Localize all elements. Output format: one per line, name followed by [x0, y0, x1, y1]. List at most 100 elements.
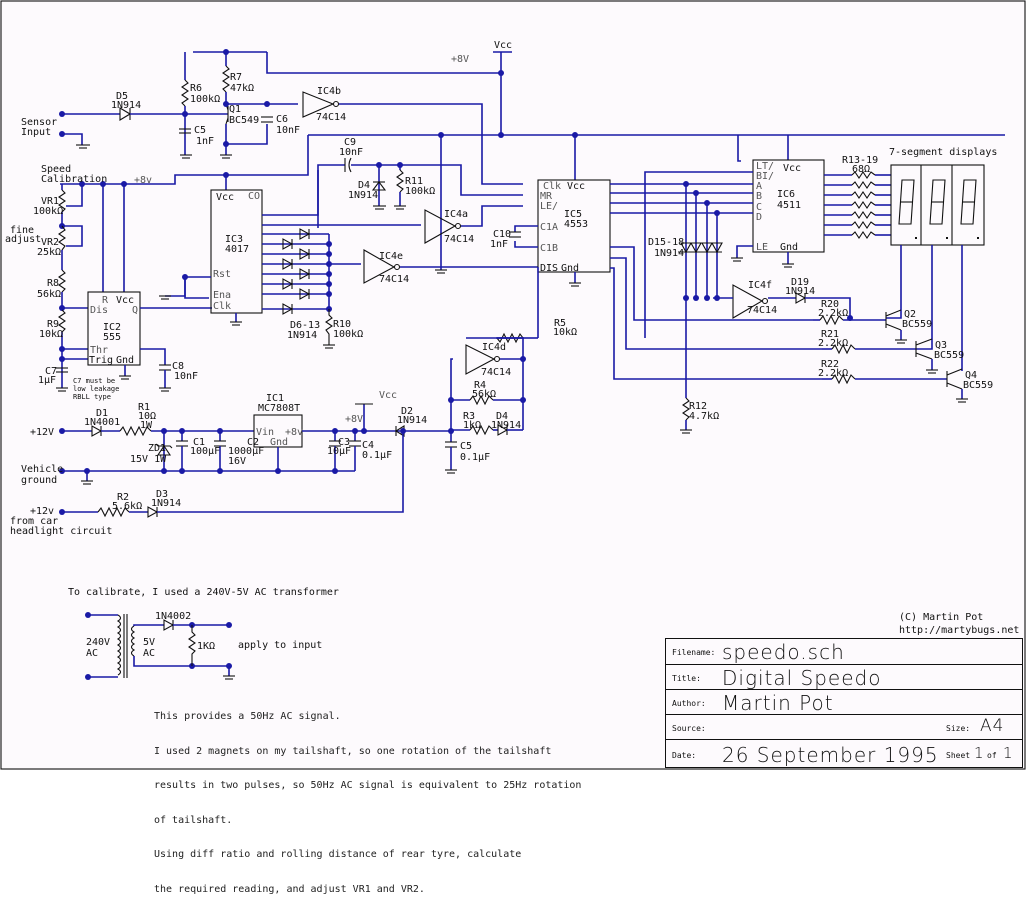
r7-value: 47kΩ: [230, 83, 254, 94]
ic5-pin-vcc: Vcc: [567, 181, 585, 192]
ic6-pin-le: LE: [756, 242, 768, 253]
d1-value: 1N4001: [84, 417, 120, 428]
decimal-point: [946, 237, 948, 239]
c7-note-2: low leakage: [73, 385, 119, 393]
size-value: A4: [980, 716, 1005, 736]
c7-value: 1µF: [38, 375, 56, 386]
c2-rating: 16V: [228, 456, 246, 467]
ic6-pin-d: D: [756, 212, 762, 223]
vr2-label: VR2: [41, 237, 59, 248]
resistor-icon: [851, 231, 876, 239]
vehicle-ground-label-1: Vehicle: [21, 464, 63, 475]
r1-rating: 1W: [140, 420, 153, 431]
c7-label: C7: [45, 366, 57, 377]
ic2-pin-vcc: Vcc: [116, 295, 134, 306]
resistor-icon: [851, 221, 876, 229]
ic4e-value: 74C14: [379, 274, 409, 285]
date-label: Date:: [672, 751, 697, 760]
speed-cal-label-1: Speed: [41, 164, 71, 175]
q2-value: BC559: [902, 319, 932, 330]
sheet-total: 1: [1003, 744, 1014, 762]
ic4a-label: IC4a: [444, 209, 468, 220]
decimal-point: [977, 237, 979, 239]
ic5-pin-dis: DIS: [540, 263, 558, 274]
c4-value: 0.1µF: [362, 450, 392, 461]
display-stage: [824, 164, 985, 371]
oscillator-stage: [445, 267, 539, 474]
headlight-label-2: from car: [10, 516, 58, 527]
ic1-pin-vin: Vin: [256, 427, 274, 438]
timer-stage: [56, 181, 212, 392]
r21-label: R21: [821, 329, 839, 340]
r5-value: 10kΩ: [553, 327, 577, 338]
title-value: Digital Speedo: [722, 666, 882, 690]
sheet-number: 1: [974, 744, 985, 762]
ic4b-value: 74C14: [316, 112, 346, 123]
diode-icon: [282, 278, 294, 290]
ic1-pin-8v: +8v: [285, 427, 303, 438]
d3-value: 1N914: [151, 498, 181, 509]
diode-icon: [711, 242, 723, 254]
ic3-pin-vcc: Vcc: [216, 192, 234, 203]
ic3-pin-clk: Clk: [213, 301, 231, 312]
ic6-pin-a: A: [756, 181, 762, 192]
calibration-diode-label: 1N4002: [155, 611, 191, 622]
author-row: Author: Martin Pot: [666, 689, 1022, 715]
ic6-pin-c: C: [756, 202, 762, 213]
c1-label: C1: [193, 437, 205, 448]
d6-13-label: D6-13: [290, 320, 320, 331]
r5-label: R5: [554, 318, 566, 329]
vr2-value: 25kΩ: [37, 247, 61, 258]
r12-value: 4.7kΩ: [689, 411, 719, 422]
r7-label: R7: [230, 72, 242, 83]
author-label: Author:: [672, 699, 706, 708]
ic5-value: 4553: [564, 219, 588, 230]
sheet-of: of: [987, 751, 997, 760]
d19-label: D19: [791, 277, 809, 288]
q4-value: BC559: [963, 380, 993, 391]
r20-value: 2.2kΩ: [818, 308, 848, 319]
ic2-pin-dis: Dis: [90, 305, 108, 316]
r4-value: 56kΩ: [472, 389, 496, 400]
zd1-value: 15V 1W: [130, 454, 167, 465]
ic2-pin-gnd: Gnd: [116, 355, 134, 366]
c5a-value: 1nF: [196, 136, 214, 147]
ic3-value: 4017: [225, 244, 249, 255]
diode-icon: [282, 303, 294, 315]
power-supply: [59, 403, 454, 518]
r12-label: R12: [689, 401, 707, 412]
ic4f-value: 74C14: [747, 305, 777, 316]
ic3-pin-co: CO: [248, 191, 260, 202]
r8-label: R8: [47, 278, 59, 289]
ic1-pin-gnd: Gnd: [270, 437, 288, 448]
sensor-input-stage: [59, 49, 523, 185]
r22-label: R22: [821, 359, 839, 370]
r2-label: R2: [117, 492, 129, 503]
calibration-notes: This provides a 50Hz AC signal. I used 2…: [154, 688, 581, 907]
c5b-value: 0.1µF: [460, 452, 490, 463]
ic5-pin-c1a: C1A: [540, 222, 558, 233]
d6-13-value: 1N914: [287, 330, 317, 341]
size-label: Size:: [946, 724, 971, 733]
fine-adjust-label-2: adjust: [5, 234, 41, 245]
c8-label: C8: [172, 361, 184, 372]
q1-value: BC549: [229, 115, 259, 126]
r4-label: R4: [474, 380, 486, 391]
seven-segment-digit: [898, 179, 915, 225]
author-value: Martin Pot: [722, 691, 834, 715]
r20-label: R20: [821, 299, 839, 310]
resistor-icon: [851, 201, 876, 209]
d1-label: D1: [96, 408, 108, 419]
ic5-pin-gnd: Gnd: [561, 263, 579, 274]
ic4e-label: IC4e: [379, 251, 403, 262]
c3-label: C3: [338, 437, 350, 448]
decimal-point: [915, 237, 917, 239]
ic2-pin-r: R: [102, 295, 109, 306]
diode-icon: [299, 288, 311, 300]
r3-value: 1kΩ: [463, 420, 481, 431]
headlight-label-1: +12v: [30, 506, 54, 517]
ic5-pin-le: LE/: [540, 201, 558, 212]
q4-label: Q4: [965, 370, 977, 381]
c5b-label: C5: [460, 441, 472, 452]
